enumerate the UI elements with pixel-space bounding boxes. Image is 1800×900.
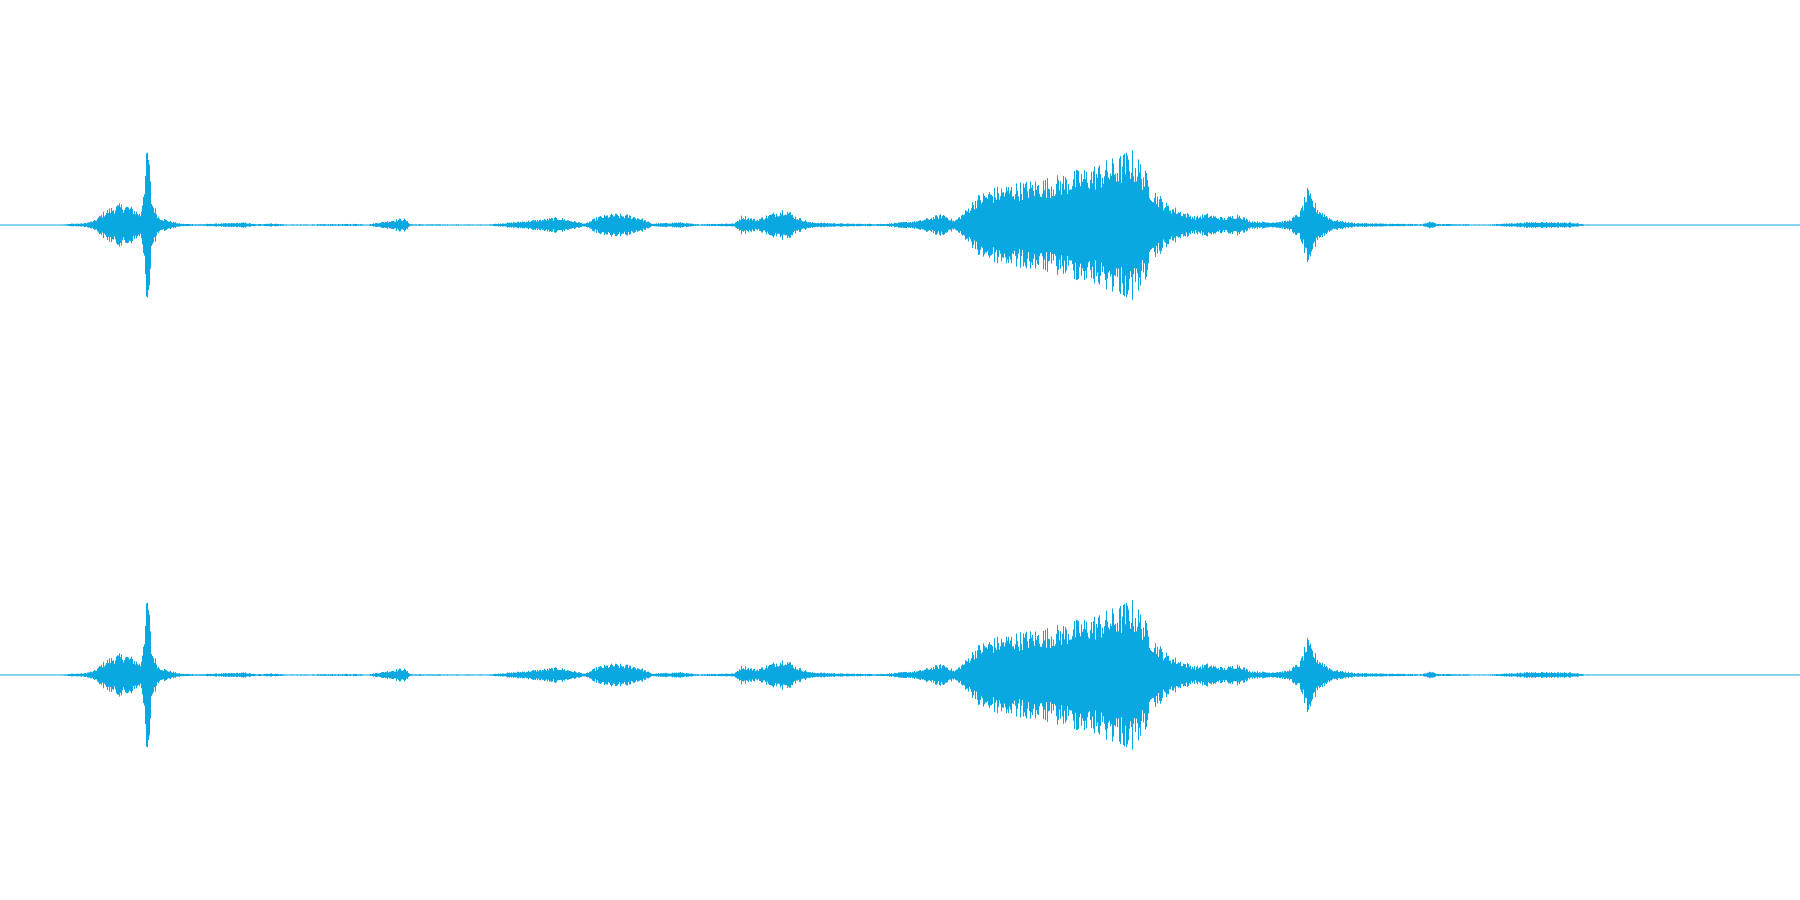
channel-2-waveform	[0, 600, 1800, 750]
waveform-channel-2[interactable]	[0, 525, 1800, 825]
waveform-channel-1[interactable]	[0, 75, 1800, 375]
channel-1-waveform	[0, 150, 1800, 300]
